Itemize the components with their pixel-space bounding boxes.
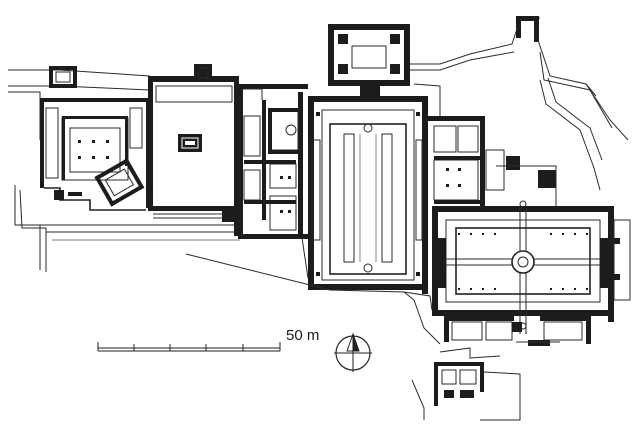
north-arrow-icon — [334, 332, 372, 372]
south-boundary-lines — [185, 237, 441, 345]
west-approach-walls — [8, 69, 240, 272]
northwest-tower — [49, 66, 77, 88]
scale-bar — [97, 342, 281, 352]
north-tower — [328, 24, 410, 96]
court-of-the-myrtles — [308, 96, 428, 294]
west-palace — [40, 98, 150, 211]
court-of-the-lions — [432, 200, 631, 334]
scale-label: 50 m — [286, 327, 320, 344]
northeast-ramparts — [410, 16, 629, 191]
detached-rooms — [411, 347, 521, 421]
central-west-court — [148, 64, 239, 236]
south-halls — [444, 316, 591, 346]
mexuar-block — [238, 84, 308, 239]
east-service-block — [428, 116, 557, 212]
